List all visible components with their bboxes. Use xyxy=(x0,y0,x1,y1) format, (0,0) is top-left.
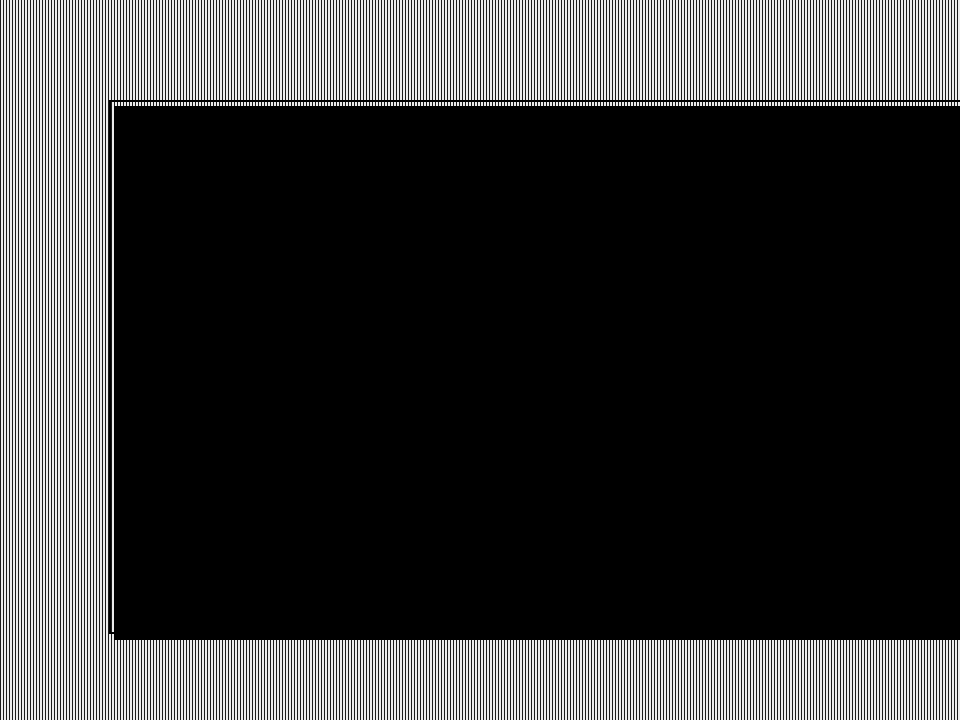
slide-frame xyxy=(109,100,960,640)
diagram-title: Amylop xyxy=(765,580,934,632)
hydroxyl-label: OH xyxy=(416,572,439,589)
hydroxyl-label: OH xyxy=(808,567,831,584)
hydroxyl-label: OH xyxy=(320,514,343,531)
glycosidic-oxygen-label: O xyxy=(130,533,142,550)
hydrogen-label: H xyxy=(418,511,429,528)
carbon-4-label: 4 xyxy=(792,332,801,349)
hydrogen-label: H xyxy=(715,301,726,318)
branched-chain-schematic xyxy=(644,130,960,243)
ring-oxygen-label: O xyxy=(615,293,627,310)
hydrogen-label: H xyxy=(806,305,817,322)
glycosidic-oxygen-label: O xyxy=(758,367,770,384)
carbon-4-label: 4 xyxy=(411,335,420,352)
ch2oh-label: CH2OH xyxy=(712,436,762,456)
glucose-ring-bottom-1: CH2OH O H H 4 O OH H H OH H 1 O xyxy=(130,443,623,589)
glycosidic-oxygen-label: O xyxy=(948,533,960,550)
glucose-ring-top-1: CH2OH O H H 4 O OH H H OH H 1 O xyxy=(358,268,813,420)
hydrogen-label: H xyxy=(322,488,333,505)
carbon-4-label: 4 xyxy=(208,503,217,520)
glycosidic-oxygen-label: O xyxy=(358,364,370,381)
glucose-ring-bottom-2: H 4 CH2OH O H OH H OH H 1 O xyxy=(598,436,960,584)
carbon-1-label: 1 xyxy=(925,495,933,512)
ch2oh-label: CH2 xyxy=(903,262,931,282)
hydrogen-label: H xyxy=(520,403,531,420)
carbon-4-label: 4 xyxy=(598,500,607,517)
hydrogen-label: H xyxy=(425,307,436,324)
hydroxyl-label: OH xyxy=(520,345,543,362)
glucose-ring-top-2: H 4 CH2 H OH H xyxy=(792,262,960,416)
carbon-1-label: 1 xyxy=(533,503,541,520)
chain-beads xyxy=(646,130,958,243)
hydrogen-label: H xyxy=(905,465,916,482)
ch2oh-label: CH2OH xyxy=(520,268,570,288)
hydrogen-label: H xyxy=(520,319,531,336)
hydrogen-label: H xyxy=(903,399,914,416)
hydrogen-label: H xyxy=(612,469,623,486)
hydroxyl-label: OH xyxy=(710,511,733,528)
ch2oh-label: CH2OH xyxy=(320,443,370,463)
glycosidic-oxygen-label: O xyxy=(562,535,574,552)
hydrogen-label: H xyxy=(322,572,333,589)
hydrogen-label: H xyxy=(903,314,914,331)
ring-oxygen-label: O xyxy=(810,457,822,474)
hydrogen-label: H xyxy=(712,481,723,498)
ring-oxygen-label: O xyxy=(416,461,428,478)
left-bracket xyxy=(173,289,207,586)
carbon-1-label: 1 xyxy=(735,335,743,352)
hydrogen-label: H xyxy=(617,342,628,359)
hydroxyl-label: OH xyxy=(617,403,640,420)
hydrogen-label: H xyxy=(510,471,521,488)
hydroxyl-label: OH xyxy=(902,343,925,360)
hydrogen-label: H xyxy=(712,567,723,584)
hydrogen-label: H xyxy=(223,476,234,493)
